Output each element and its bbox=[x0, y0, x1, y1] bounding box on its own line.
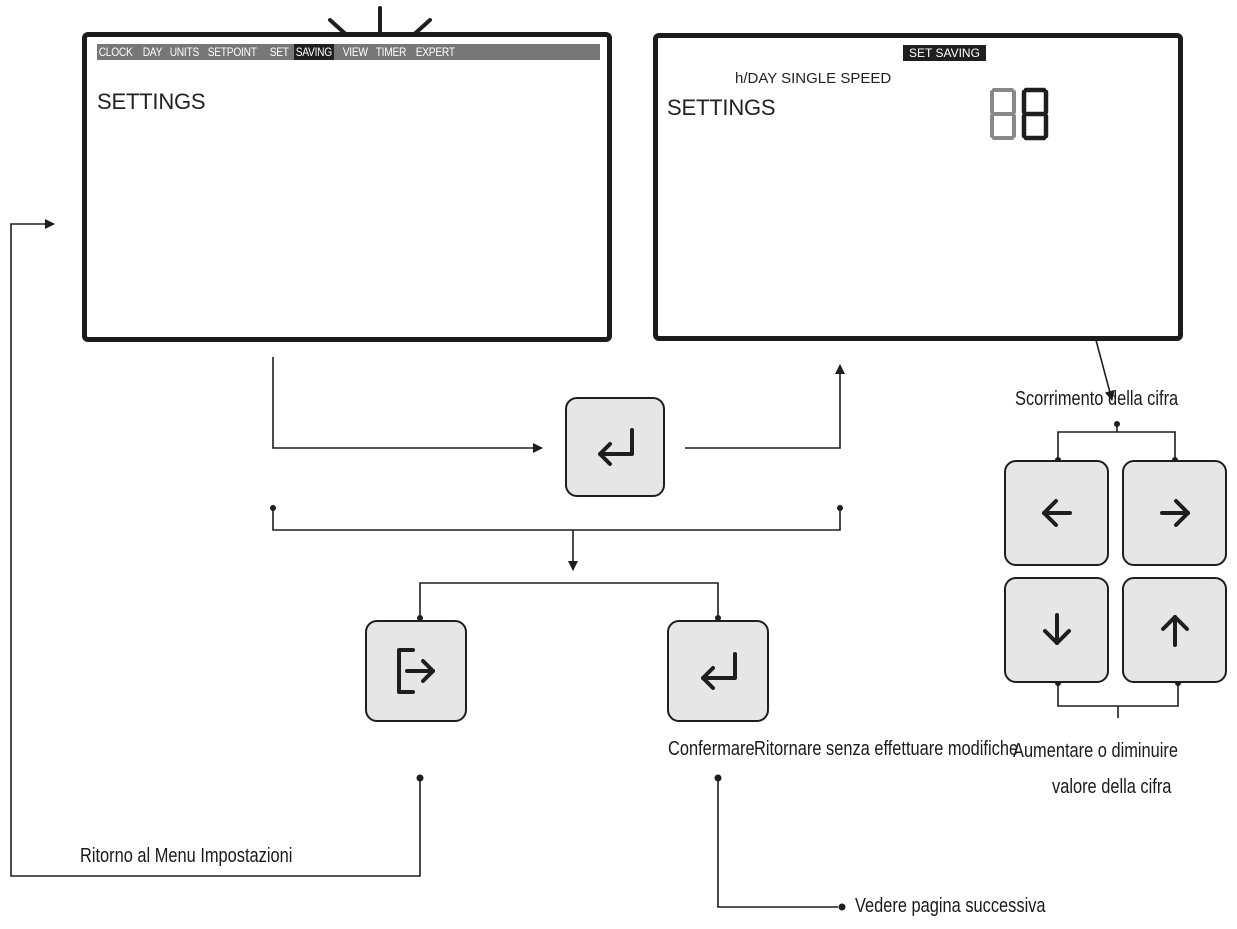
arrow-down-icon bbox=[1042, 613, 1071, 645]
label-back-to-menu: Ritorno al Menu Impostazioni bbox=[80, 845, 293, 867]
label-change-value-2: valore della cifra bbox=[1052, 776, 1172, 798]
arrow-left-icon bbox=[1041, 499, 1072, 527]
return-loop bbox=[10, 219, 421, 877]
seven-segment-digits bbox=[990, 87, 1049, 141]
menu-item-set[interactable]: SET bbox=[269, 45, 289, 59]
label-next-page: Vedere pagina successiva bbox=[855, 895, 1046, 917]
menu-item-clock[interactable]: CLOCK bbox=[98, 45, 133, 59]
menu-item-timer[interactable]: TIMER bbox=[376, 45, 407, 59]
enter-icon bbox=[598, 428, 634, 466]
settings-screen-set-saving: SET SAVING h/DAY SINGLE SPEED SETTINGS bbox=[653, 33, 1183, 341]
bracket-under-enter bbox=[272, 510, 841, 531]
settings-screen-menu: CLOCK DAY UNITS SETPOINT SET SAVING VIEW… bbox=[82, 32, 612, 342]
bracket-scroll bbox=[1057, 431, 1176, 460]
menu-item-setpoint[interactable]: SETPOINT bbox=[207, 45, 257, 59]
menu-item-saving[interactable]: SAVING bbox=[294, 44, 334, 60]
mode-badge: SET SAVING bbox=[903, 45, 986, 61]
label-confirm: Confermare bbox=[668, 738, 755, 760]
label-change-value-1: Aumentare o diminuire bbox=[1013, 740, 1178, 762]
enter-icon bbox=[701, 652, 737, 690]
enter-button-bottom[interactable] bbox=[667, 620, 769, 722]
bracket-updown bbox=[1057, 683, 1179, 707]
mode-subtitle: h/DAY SINGLE SPEED bbox=[735, 70, 892, 87]
screen-title: SETTINGS bbox=[667, 95, 776, 120]
screen-title: SETTINGS bbox=[97, 89, 206, 114]
exit-icon bbox=[397, 648, 435, 694]
label-scroll-digit: Scorrimento della cifra bbox=[1015, 388, 1179, 410]
arrow-up-button[interactable] bbox=[1122, 577, 1227, 683]
label-return-no-changes: Ritornare senza effettuare modifiche bbox=[754, 738, 1019, 760]
menu-item-day[interactable]: DAY bbox=[142, 45, 163, 59]
menu-item-view[interactable]: VIEW bbox=[342, 45, 368, 59]
next-page-line bbox=[717, 778, 838, 908]
menu-item-expert[interactable]: EXPERT bbox=[415, 45, 456, 59]
menu-item-units[interactable]: UNITS bbox=[169, 45, 199, 59]
arrow-up-icon bbox=[1160, 615, 1189, 647]
flow-left-to-enter bbox=[272, 357, 543, 453]
arrow-down-button[interactable] bbox=[1004, 577, 1109, 683]
menu-bar: CLOCK DAY UNITS SETPOINT SET SAVING VIEW… bbox=[97, 44, 600, 60]
enter-button-center[interactable] bbox=[565, 397, 665, 497]
arrow-right-icon bbox=[1159, 499, 1190, 527]
arrow-right-button[interactable] bbox=[1122, 460, 1227, 566]
exit-button[interactable] bbox=[365, 620, 467, 722]
flow-enter-to-right bbox=[685, 364, 845, 449]
arrow-left-button[interactable] bbox=[1004, 460, 1109, 566]
bracket-exit-enter bbox=[419, 582, 719, 618]
